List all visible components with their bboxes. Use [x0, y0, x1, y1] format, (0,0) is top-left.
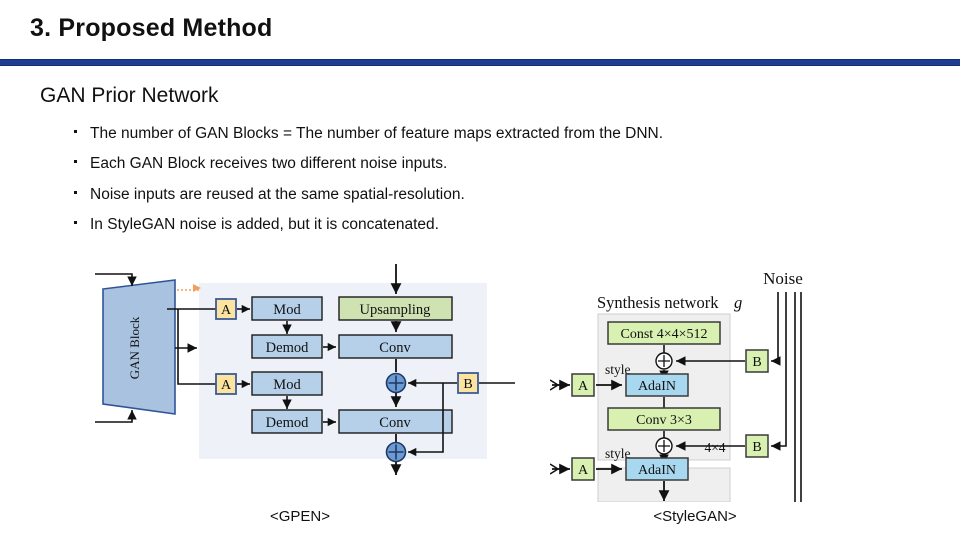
list-item: The number of GAN Blocks = The number of… — [72, 124, 872, 143]
bullet-dot-icon — [74, 221, 77, 225]
gpen-mod-top-box — [251, 296, 323, 321]
gpen-a-top-label: A — [221, 303, 232, 318]
gan-block-shape — [102, 279, 176, 415]
stylegan-b-top-box — [745, 349, 769, 373]
gpen-upsampling-label: Upsampling — [360, 302, 431, 318]
gpen-a-bottom-box — [215, 373, 237, 395]
stylegan-resolution-label: 4×4 — [704, 440, 725, 455]
bullet-text: The number of GAN Blocks = The number of… — [90, 125, 664, 142]
synthesis-network-label: Synthesis network — [597, 293, 719, 312]
gpen-caption: <GPEN> — [269, 508, 331, 525]
noise-label: Noise — [763, 269, 803, 288]
stylegan-adain-bottom-label: AdaIN — [638, 463, 676, 478]
stylegan-const-box — [607, 321, 721, 345]
synthesis-network-italic: g — [734, 293, 742, 312]
stylegan-b-bottom-label: B — [752, 440, 761, 455]
bullet-text: In StyleGAN noise is added, but it is co… — [90, 216, 439, 234]
gpen-conv-top-label: Conv — [379, 340, 411, 356]
stylegan-adain-bottom-box — [625, 457, 689, 481]
gpen-diagram: GAN Block A A Mod — [95, 262, 515, 477]
bullet-dot-icon — [74, 190, 77, 194]
stylegan-style-top-label: style — [605, 362, 631, 377]
bullet-dot-icon — [74, 160, 77, 164]
gpen-demod-bottom-label: Demod — [266, 415, 309, 431]
list-item: Each GAN Block receives two different no… — [72, 154, 872, 173]
stylegan-b-top-label: B — [752, 355, 761, 370]
gpen-a-bottom-label: A — [221, 378, 232, 393]
gpen-upsampling-box — [338, 296, 453, 321]
gpen-demod-top-label: Demod — [266, 340, 309, 356]
gpen-conv-top-box — [338, 334, 453, 359]
noise-line-2 — [771, 292, 787, 451]
gpen-conv-bottom-box — [338, 409, 453, 434]
stylegan-style-bottom-label: style — [605, 446, 631, 461]
bullet-dot-icon — [74, 130, 77, 133]
section-heading: GAN Prior Network — [40, 84, 219, 107]
title-divider — [0, 59, 960, 66]
gpen-demod-bottom-box — [251, 409, 323, 434]
gpen-demod-top-box — [251, 334, 323, 359]
list-item: Noise inputs are reused at the same spat… — [72, 185, 872, 204]
bullet-list: The number of GAN Blocks = The number of… — [72, 124, 872, 246]
stylegan-caption: <StyleGAN> — [653, 508, 737, 525]
stylegan-a-bottom-box — [571, 457, 595, 481]
stylegan-diagram: Noise Synthesis network g 4×4 Const 4×4×… — [550, 262, 950, 502]
stylegan-a-top-box — [571, 373, 595, 397]
page-title: 3. Proposed Method — [30, 14, 273, 42]
stylegan-a-bottom-label: A — [578, 463, 589, 478]
stylegan-const-label: Const 4×4×512 — [621, 327, 708, 342]
list-item: In StyleGAN noise is added, but it is co… — [72, 215, 872, 234]
stylegan-conv-label: Conv 3×3 — [636, 413, 692, 428]
gpen-mod-bottom-label: Mod — [273, 377, 301, 393]
gan-block-label: GAN Block — [127, 316, 142, 379]
gpen-mod-bottom-box — [251, 371, 323, 396]
stylegan-conv-box — [607, 407, 721, 431]
gpen-b-box — [457, 372, 479, 394]
bullet-text: Noise inputs are reused at the same spat… — [90, 185, 465, 203]
stylegan-adain-top-label: AdaIN — [638, 379, 676, 394]
stylegan-a-top-label: A — [578, 379, 589, 394]
gpen-conv-bottom-label: Conv — [379, 415, 411, 431]
orange-marker-icon — [193, 284, 201, 292]
stylegan-b-bottom-box — [745, 434, 769, 458]
noise-line-1 — [771, 292, 781, 366]
gpen-b-label: B — [463, 377, 472, 392]
gpen-a-top-box — [215, 298, 237, 320]
bullet-text: Each GAN Block receives two different no… — [90, 155, 448, 173]
stylegan-adain-top-box — [625, 373, 689, 397]
gpen-mod-top-label: Mod — [273, 302, 301, 318]
